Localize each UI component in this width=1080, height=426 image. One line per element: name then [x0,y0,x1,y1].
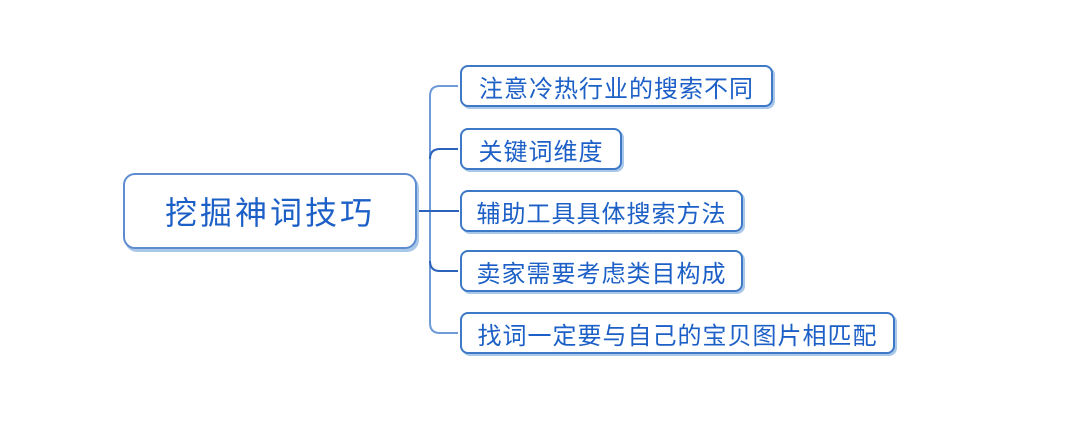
root-topic-node[interactable]: 挖掘神词技巧 [123,173,417,249]
subtopic-label: 注意冷热行业的搜索不同 [479,74,754,103]
subtopic-node-keyword-dimension[interactable]: 关键词维度 [460,128,622,170]
subtopic-label: 找词一定要与自己的宝贝图片相匹配 [477,321,878,350]
root-topic-label: 挖掘神词技巧 [164,194,375,232]
subtopic-label: 关键词维度 [478,137,604,166]
subtopic-label: 辅助工具具体搜索方法 [476,199,727,228]
subtopic-label: 卖家需要考虑类目构成 [476,259,727,288]
subtopic-node-auxiliary-tool-search-method[interactable]: 辅助工具具体搜索方法 [460,190,743,232]
connector-trunk-and-outer-branches [429,85,458,334]
subtopic-node-seller-category-composition[interactable]: 卖家需要考虑类目构成 [460,250,743,292]
connector-branch-category [429,260,458,272]
subtopic-node-hot-cold-industry-search[interactable]: 注意冷热行业的搜索不同 [460,65,773,107]
connector-branch-keyword-dimension [429,148,458,160]
subtopic-node-words-match-product-images[interactable]: 找词一定要与自己的宝贝图片相匹配 [460,312,895,354]
